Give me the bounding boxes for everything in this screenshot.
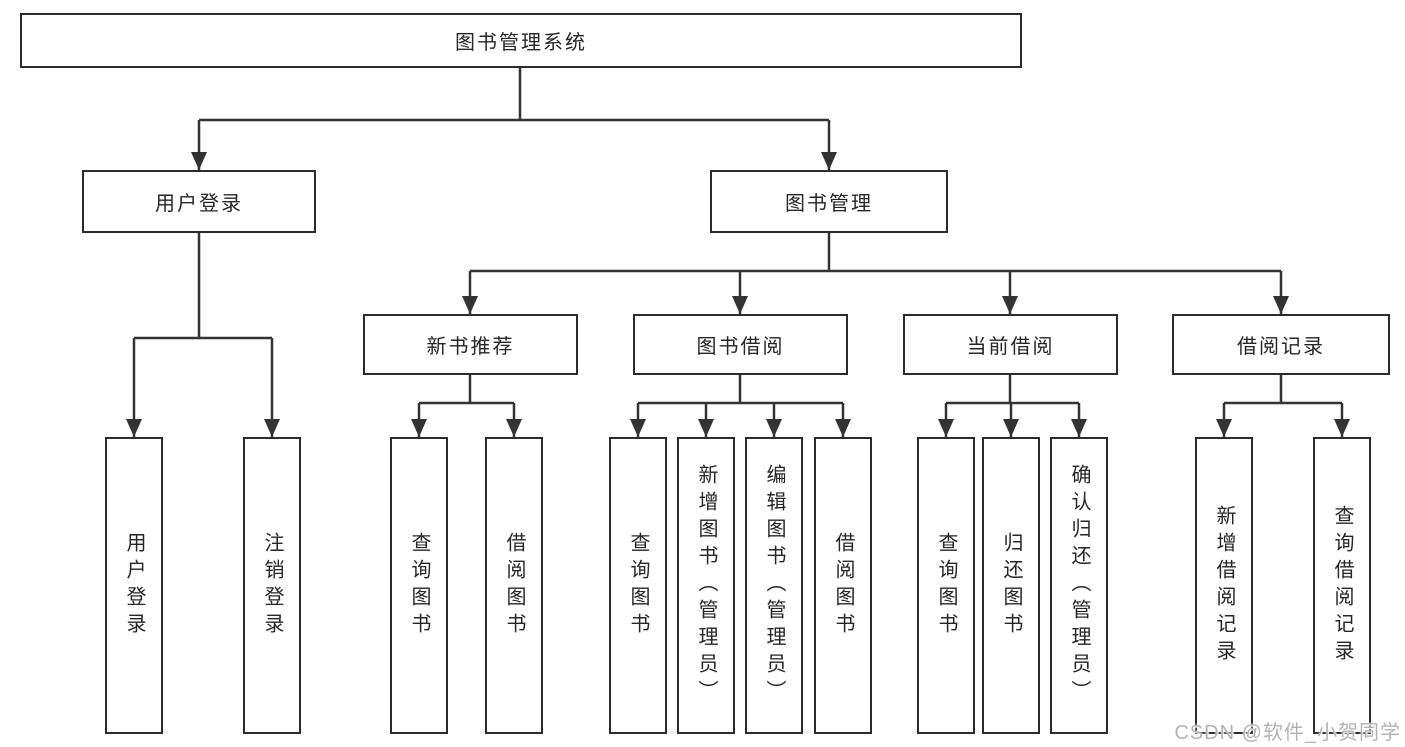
node-label: 新增借阅记录 — [1213, 504, 1235, 667]
leaf-logout: 注销登录 — [243, 437, 301, 734]
node-new-book-recommend: 新书推荐 — [363, 314, 578, 375]
node-label: 借阅记录 — [1237, 336, 1325, 358]
node-label: 注销登录 — [261, 531, 283, 640]
node-label: 确认归还（管理员） — [1068, 464, 1090, 707]
leaf-query-books-current: 查询图书 — [917, 437, 975, 734]
node-label: 当前借阅 — [966, 336, 1055, 358]
node-label: 查询图书 — [935, 531, 957, 640]
node-label: 借阅图书 — [503, 531, 525, 640]
node-borrow-records: 借阅记录 — [1172, 314, 1390, 375]
node-label: 查询图书 — [627, 531, 649, 640]
node-label: 新书推荐 — [426, 336, 515, 358]
leaf-borrow-books-recommend: 借阅图书 — [485, 437, 543, 734]
leaf-return-books: 归还图书 — [982, 437, 1040, 734]
node-book-management: 图书管理 — [710, 170, 948, 233]
node-label: 用户登录 — [123, 531, 145, 640]
leaf-borrow-books: 借阅图书 — [814, 437, 872, 734]
leaf-query-books-borrow: 查询图书 — [609, 437, 667, 734]
node-label: 新增图书（管理员） — [695, 464, 717, 707]
leaf-query-borrow-record: 查询借阅记录 — [1313, 437, 1371, 734]
node-label: 用户登录 — [155, 193, 243, 215]
arrowhead-icons — [126, 152, 1350, 437]
node-label: 图书管理系统 — [455, 32, 587, 54]
node-book-borrow: 图书借阅 — [633, 314, 848, 375]
csdn-watermark: CSDN @软件_小贺同学 — [1174, 722, 1401, 744]
node-label: 查询图书 — [408, 531, 430, 640]
leaf-edit-books-admin: 编辑图书（管理员） — [745, 437, 803, 734]
node-label: 归还图书 — [1000, 531, 1022, 640]
leaf-user-login: 用户登录 — [105, 437, 163, 734]
leaf-add-books-admin: 新增图书（管理员） — [677, 437, 735, 734]
node-label: 图书管理 — [785, 193, 873, 215]
node-label: 借阅图书 — [832, 531, 854, 640]
node-label: 查询借阅记录 — [1331, 504, 1353, 667]
node-label: 图书借阅 — [696, 336, 785, 358]
node-current-borrow: 当前借阅 — [903, 314, 1118, 375]
tree-connectors — [132, 68, 1344, 437]
node-label: 编辑图书（管理员） — [763, 464, 785, 707]
leaf-confirm-return-admin: 确认归还（管理员） — [1050, 437, 1108, 734]
leaf-query-books-recommend: 查询图书 — [390, 437, 448, 734]
node-root-system: 图书管理系统 — [20, 13, 1022, 68]
leaf-add-borrow-record: 新增借阅记录 — [1195, 437, 1253, 734]
node-user-login: 用户登录 — [82, 170, 316, 233]
